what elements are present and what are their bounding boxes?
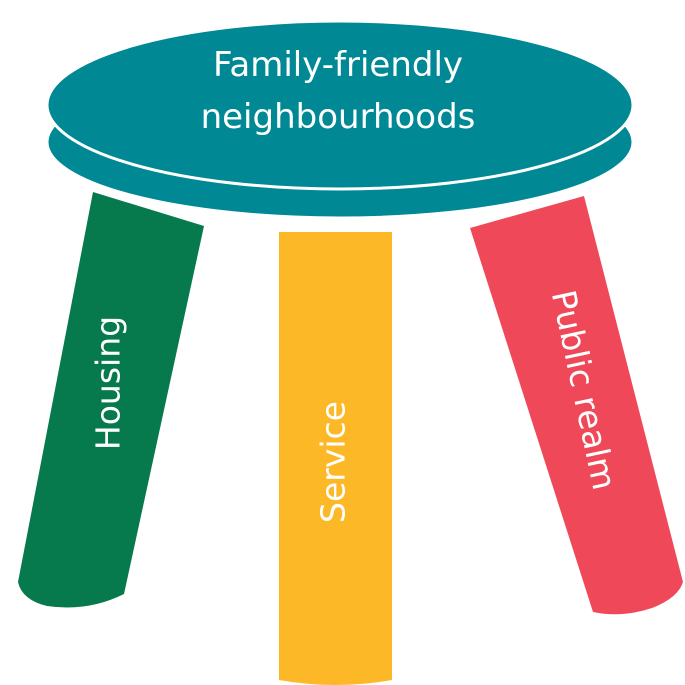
leg-housing-label: Housing [89, 316, 128, 450]
leg-housing-shape [18, 192, 204, 608]
leg-service-shape [279, 232, 392, 685]
seat-top [45, 19, 635, 191]
leg-housing: Housing [18, 192, 204, 608]
leg-public-realm: Public realm [470, 196, 683, 615]
seat-title-line-2: neighbourhoods [201, 97, 476, 137]
seat-title-line-1: Family-friendly [213, 45, 463, 85]
leg-public-realm-shape [470, 196, 683, 615]
leg-service: Service [279, 232, 392, 685]
stool-seat: Family-friendly neighbourhoods [45, 19, 635, 220]
leg-service-label: Service [314, 401, 353, 523]
